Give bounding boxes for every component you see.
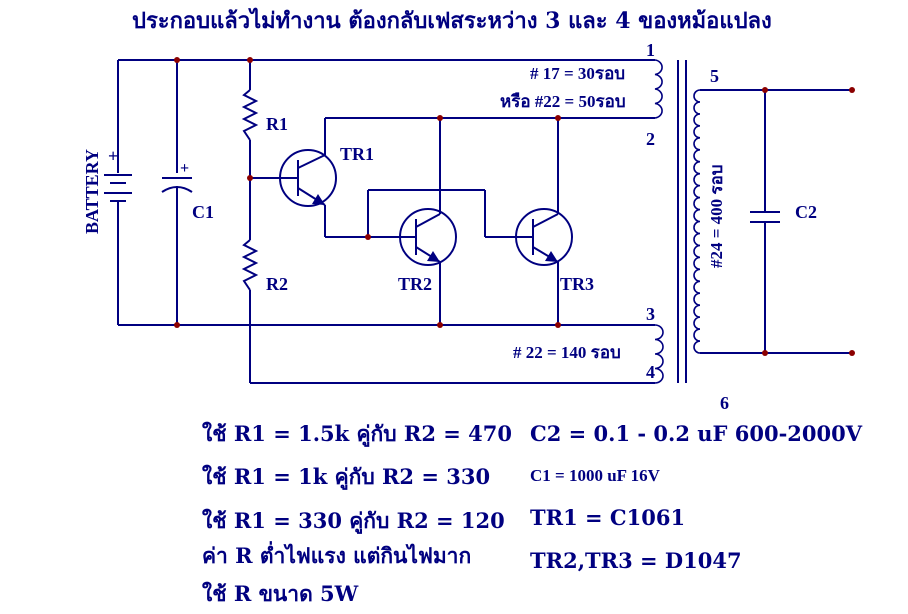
note-right-4: TR2,TR3 = D1047 bbox=[530, 548, 742, 573]
r2-label: R2 bbox=[266, 274, 288, 294]
note-left-2: ใช้ R1 = 1k คู่กับ R2 = 330 bbox=[202, 464, 490, 491]
note-right-3: TR1 = C1061 bbox=[530, 505, 685, 530]
c2-label: C2 bbox=[795, 202, 817, 222]
note-right-1: C2 = 0.1 - 0.2 uF 600-2000V bbox=[530, 421, 863, 446]
note-right-2: C1 = 1000 uF 16V bbox=[530, 466, 661, 485]
transformer-secondary-5-6 bbox=[693, 89, 701, 354]
transistor-tr3-symbol bbox=[515, 208, 573, 266]
pin-1-label: 1 bbox=[646, 40, 655, 60]
note-left-5: ใช้ R ขนาด 5W bbox=[202, 581, 359, 606]
junction-dots bbox=[174, 57, 855, 356]
transistor-tr1-symbol bbox=[279, 149, 337, 207]
capacitor-c2-symbol bbox=[750, 211, 780, 223]
transformer-primary-1-2 bbox=[654, 59, 663, 119]
r1-label: R1 bbox=[266, 114, 288, 134]
transformer-core bbox=[677, 60, 687, 383]
winding-3-4-spec: # 22 = 140 รอบ bbox=[513, 343, 621, 362]
diagram-title: ประกอบแล้วไม่ทำงาน ต้องกลับเฟสระหว่าง 3 … bbox=[132, 7, 772, 34]
battery-plus-sign: + bbox=[108, 146, 118, 166]
pin-4-label: 4 bbox=[646, 362, 655, 382]
resistor-r1-symbol bbox=[241, 89, 259, 141]
pin-2-label: 2 bbox=[646, 129, 655, 149]
secondary-winding-spec: #24 = 400 รอบ bbox=[707, 164, 726, 268]
transformer-primary-3-4 bbox=[654, 324, 664, 384]
wires bbox=[117, 59, 852, 384]
pin-6-label: 6 bbox=[720, 393, 729, 413]
pin-3-label: 3 bbox=[646, 304, 655, 324]
transistor-tr2-symbol bbox=[399, 208, 457, 266]
c1-plus-sign: + bbox=[180, 160, 189, 177]
resistor-r2-symbol bbox=[241, 239, 259, 291]
battery-label: BATTERY bbox=[82, 149, 102, 234]
note-left-3: ใช้ R1 = 330 คู่กับ R2 = 120 bbox=[202, 508, 505, 535]
winding-1-2-spec: # 17 = 30รอบ bbox=[530, 64, 625, 83]
tr1-label: TR1 bbox=[340, 144, 374, 164]
tr3-label: TR3 bbox=[560, 274, 594, 294]
battery-symbol bbox=[104, 174, 132, 207]
c1-label: C1 bbox=[192, 202, 214, 222]
tr2-label: TR2 bbox=[398, 274, 432, 294]
pin-5-label: 5 bbox=[710, 66, 719, 86]
note-left-4: ค่า R ต่ำไฟแรง แต่กินไฟมาก bbox=[202, 540, 471, 568]
winding-1-2-alt-spec: หรือ #22 = 50รอบ bbox=[500, 91, 626, 111]
capacitor-c1-symbol bbox=[161, 177, 193, 195]
note-left-1: ใช้ R1 = 1.5k คู่กับ R2 = 470 bbox=[202, 421, 512, 448]
